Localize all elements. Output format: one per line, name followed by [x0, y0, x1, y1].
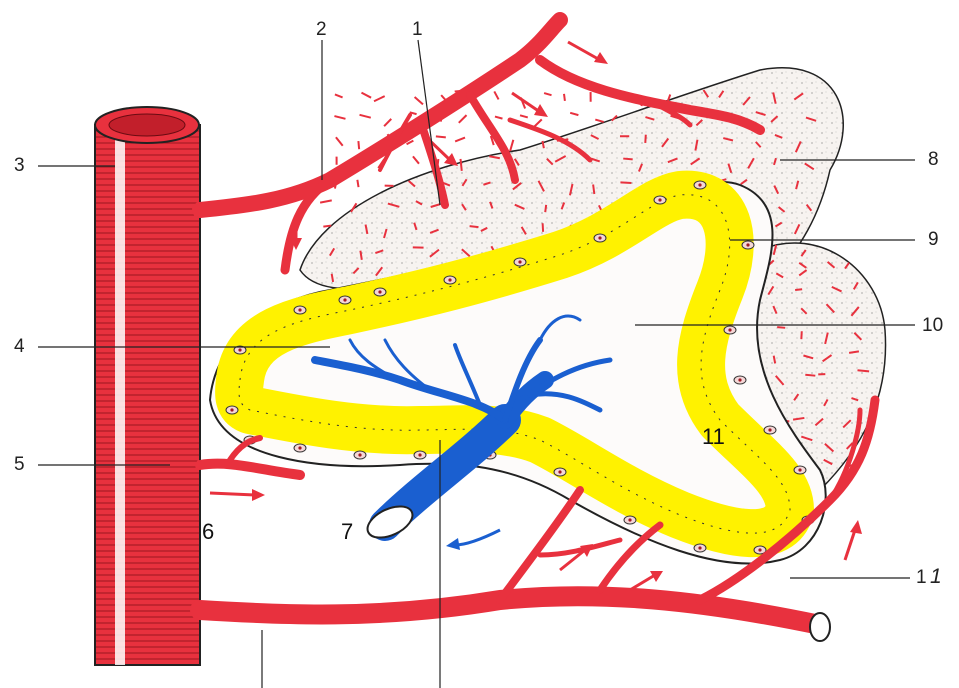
stroma-mark [413, 156, 419, 163]
stroma-mark [494, 91, 498, 99]
label-3: 3 [14, 156, 25, 175]
label-12a: 1 [916, 568, 927, 587]
capsule-cell-nucleus [230, 408, 233, 411]
capsule-cell-nucleus [298, 446, 301, 449]
stroma-mark [384, 119, 391, 126]
stroma-mark [564, 94, 565, 101]
label-11: 11 [702, 426, 725, 448]
label-9: 9 [928, 230, 939, 249]
stroma-mark [360, 251, 361, 260]
stroma-mark [777, 327, 785, 328]
capsule-cell-nucleus [343, 298, 346, 301]
stroma-mark [620, 182, 631, 183]
stroma-mark [595, 120, 603, 122]
capsule-cell-nucleus [238, 348, 241, 351]
capsule-cell-nucleus [378, 290, 381, 293]
capsule-cell-nucleus [418, 453, 421, 456]
capsule-cell-nucleus [728, 328, 731, 331]
capsule-cell-nucleus [758, 548, 761, 551]
stroma-mark [461, 159, 462, 171]
capsule-cell-nucleus [798, 468, 801, 471]
stroma-mark [645, 135, 646, 143]
stroma-mark [436, 136, 446, 137]
label-8: 8 [928, 150, 939, 169]
capsule-cell-nucleus [518, 260, 521, 263]
label-10: 10 [922, 316, 943, 335]
stroma-mark [623, 159, 632, 160]
capsule-cell-nucleus [698, 183, 701, 186]
label-12b: 1 [930, 566, 942, 587]
stroma-mark [593, 185, 594, 195]
stroma-mark [805, 375, 815, 376]
capsule-cell-nucleus [698, 546, 701, 549]
label-4: 4 [14, 337, 25, 356]
stroma-mark [570, 113, 578, 115]
capsule-cell-nucleus [598, 236, 601, 239]
stroma-mark [510, 140, 513, 151]
capsule-cell-nucleus [746, 243, 749, 246]
capsule-cell-nucleus [358, 453, 361, 456]
stroma-mark [336, 137, 343, 145]
capsule-cell-nucleus [298, 308, 301, 311]
aorta [95, 125, 200, 665]
stroma-mark [857, 370, 869, 371]
capsule-cell-nucleus [558, 470, 561, 473]
stroma-mark [374, 96, 385, 101]
stroma-mark [495, 117, 503, 119]
label-7: 7 [341, 521, 353, 543]
stroma-mark [544, 93, 551, 95]
stroma-mark [774, 356, 775, 364]
label-2: 2 [316, 20, 327, 39]
stroma-mark [360, 115, 371, 118]
capsule-cell-nucleus [658, 198, 661, 201]
capsule-cell-nucleus [448, 278, 451, 281]
stroma-mark [795, 289, 802, 290]
stroma-mark [358, 141, 359, 149]
label-1: 1 [412, 20, 423, 39]
label-6: 6 [202, 521, 214, 543]
label-5: 5 [14, 455, 25, 474]
stroma-mark [455, 138, 465, 142]
artery-cut-end [810, 613, 830, 641]
capsule-cell-nucleus [768, 428, 771, 431]
stroma-mark [361, 93, 371, 98]
capsule-cell-nucleus [628, 518, 631, 521]
stroma-mark [545, 205, 546, 212]
stroma-mark [357, 180, 358, 187]
stroma-mark [459, 115, 467, 123]
stroma-mark [334, 116, 345, 119]
aorta-highlight [115, 125, 125, 665]
capsule-cell-nucleus [738, 378, 741, 381]
stroma-mark [323, 226, 331, 227]
stroma-mark [542, 141, 543, 148]
stroma-mark [415, 97, 423, 104]
stroma-mark [520, 115, 528, 117]
stroma-mark [320, 200, 332, 202]
stroma-mark [332, 274, 333, 282]
aorta-lumen [109, 114, 185, 136]
stroma-mark [470, 226, 479, 227]
stroma-mark [335, 94, 343, 97]
